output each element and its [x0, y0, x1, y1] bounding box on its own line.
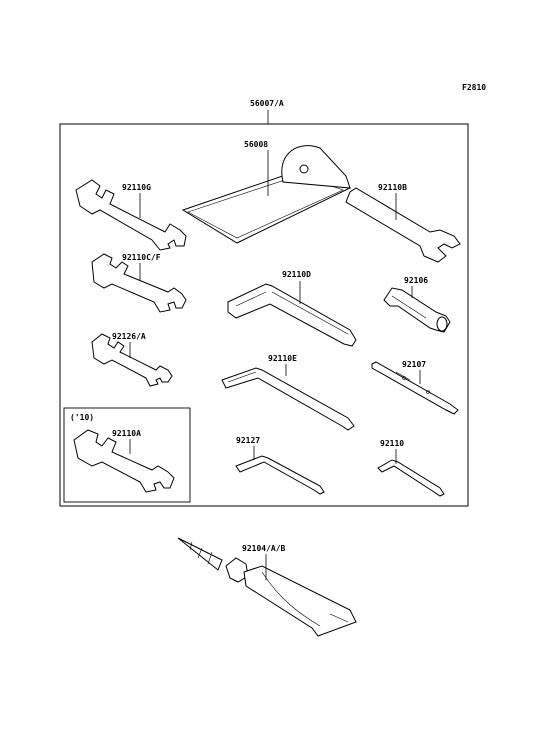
label-92110cf: 92110C/F: [122, 253, 161, 262]
label-92110d: 92110D: [282, 270, 311, 279]
wrench-92110b-drawing: [345, 187, 461, 263]
label-92127: 92127: [236, 436, 260, 445]
label-92110b: 92110B: [378, 183, 407, 192]
hex-key-92110e-drawing: [221, 367, 355, 431]
hex-key-92110d-drawing: [227, 283, 357, 347]
label-92107: 92107: [402, 360, 426, 369]
wrench-92110g-drawing: [75, 179, 187, 251]
label-92126a: 92126/A: [112, 332, 146, 341]
handle-92106-drawing: [383, 287, 451, 333]
label-92110a: 92110A: [112, 429, 141, 438]
bit-92107-drawing: [371, 361, 459, 415]
label-92106: 92106: [404, 276, 428, 285]
kit-label: 56007/A: [250, 99, 284, 108]
label-92110: 92110: [380, 439, 404, 448]
subgroup-frame: [63, 407, 191, 503]
wrench-92110a-drawing: [73, 429, 175, 493]
figure-code: F2810: [462, 83, 486, 92]
label-92110e: 92110E: [268, 354, 297, 363]
wrench-92110cf-drawing: [91, 253, 187, 313]
tool-pouch-drawing: [181, 145, 352, 244]
hex-key-92110-drawing: [377, 459, 445, 497]
hex-key-92127-drawing: [235, 455, 325, 495]
label-92110g: 92110G: [122, 183, 151, 192]
label-56008: 56008: [244, 140, 268, 149]
grease-tube-drawing: [177, 537, 357, 637]
label-92104ab: 92104/A/B: [242, 544, 286, 553]
subgroup-label: ('10): [70, 413, 94, 422]
wrench-92126a-drawing: [91, 333, 173, 387]
kit-frame: [59, 123, 469, 507]
